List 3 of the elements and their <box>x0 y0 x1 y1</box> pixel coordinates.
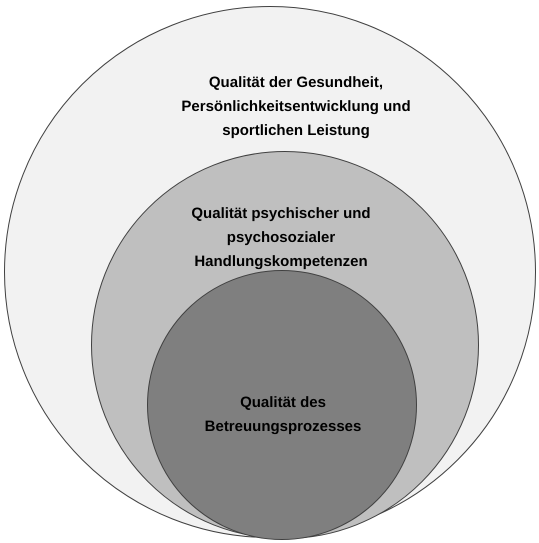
circle-label: Qualität des Betreuungsprozesses <box>204 393 362 437</box>
circle-label: Qualität der Gesundheit, Persönlichkeitsentwicklung und sportlichen Leistung <box>180 73 412 141</box>
circle-label: Qualität psychischer und psychosozialer Handlungskompetenzen <box>190 204 372 272</box>
